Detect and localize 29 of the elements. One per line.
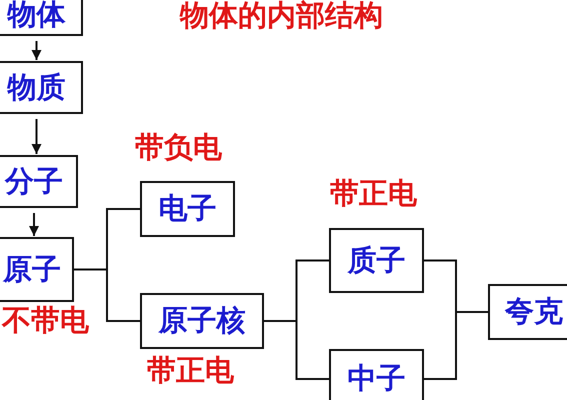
connector-line (264, 320, 329, 380)
term-box (0, 61, 83, 114)
charge-label: 不带电 (2, 305, 89, 337)
term-box (0, 0, 83, 36)
term-box (329, 228, 424, 293)
term-text: 物体 (8, 0, 66, 31)
connector-line (74, 268, 140, 322)
term-box (488, 284, 567, 340)
term-text: 物质 (8, 72, 66, 104)
term-text: 分子 (5, 166, 63, 198)
term-text: 电子 (158, 193, 216, 225)
term-box (329, 349, 424, 400)
term-box (0, 155, 78, 208)
term-text: 中子 (348, 363, 406, 395)
arrow (32, 41, 42, 60)
term-text: 夸克 (505, 296, 563, 328)
charge-label: 带正电 (330, 178, 417, 210)
term-text: 原子核 (158, 305, 246, 337)
arrow (32, 119, 42, 154)
charge-label: 带正电 (147, 355, 234, 387)
diagram-title: 物体的内部结构 (180, 0, 383, 32)
term-box (140, 181, 235, 237)
arrow (29, 213, 39, 236)
term-text: 质子 (348, 244, 406, 276)
term-text: 原子 (3, 254, 61, 286)
charge-label: 带负电 (135, 132, 222, 164)
term-box (140, 293, 264, 349)
term-box (0, 237, 74, 302)
connector-line (424, 311, 488, 380)
